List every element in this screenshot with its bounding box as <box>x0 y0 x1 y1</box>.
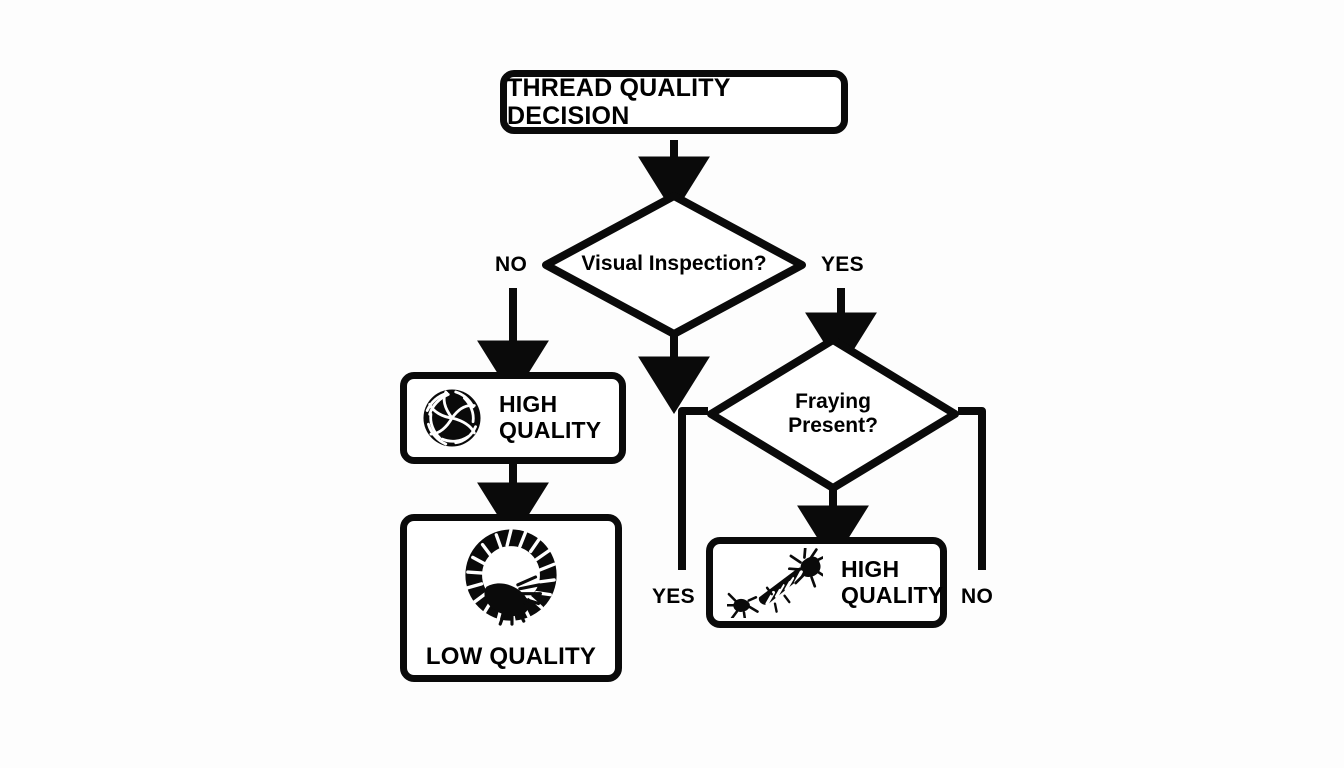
edge-label-fraying-yes: YES <box>652 585 695 608</box>
decision-fraying-present-shape <box>707 336 959 492</box>
low-quality-label: LOW QUALITY <box>425 642 597 670</box>
node-title-box[interactable]: THREAD QUALITY DECISION <box>500 70 848 134</box>
title-box-label: THREAD QUALITY DECISION <box>507 74 731 130</box>
frayed-thread-strand-icon <box>727 547 823 618</box>
edge-label-visual-yes: YES <box>821 253 864 276</box>
node-high-quality-right[interactable]: HIGH QUALITY <box>706 537 947 628</box>
connector-fraying-yes <box>678 407 708 570</box>
node-low-quality[interactable]: LOW QUALITY <box>400 514 622 682</box>
node-high-quality-left[interactable]: HIGH QUALITY <box>400 372 626 464</box>
decision-visual-inspection-label: Visual Inspection? <box>581 252 767 275</box>
yarn-ball-icon <box>421 387 483 449</box>
frayed-rope-ring-icon <box>457 526 565 628</box>
decision-fraying-present-label: Fraying Present? <box>788 390 878 437</box>
high-quality-right-label: HIGH QUALITY <box>841 555 944 608</box>
high-quality-left-label: HIGH QUALITY <box>499 391 602 443</box>
connector-fraying-no <box>958 407 986 570</box>
decision-visual-inspection-shape <box>542 192 806 338</box>
edge-label-visual-no: NO <box>495 253 528 276</box>
edge-label-fraying-no: NO <box>961 585 994 608</box>
